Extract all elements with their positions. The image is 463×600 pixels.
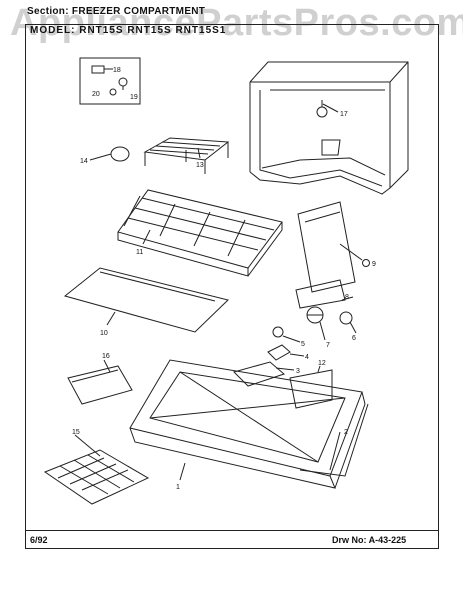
part-11-freezer-shelf (117, 189, 283, 277)
part-12-air-baffle (289, 369, 333, 409)
part-6-fan-motor-mount (339, 311, 353, 325)
part-1-freezer-floor (129, 359, 366, 489)
revision-date: 6/92 (30, 535, 48, 545)
drawing-number: Drw No: A-43-225 (332, 535, 407, 545)
callout-15: 15 (72, 429, 80, 436)
callout-4: 4 (305, 354, 309, 361)
part-8-evaporator-cover (295, 201, 356, 309)
callout-13: 13 (196, 162, 204, 169)
callout-7: 7 (326, 342, 330, 349)
part-5-grommet (272, 326, 284, 338)
part-4-wire-harness (267, 344, 291, 361)
callout-11: 11 (136, 249, 143, 256)
small-parts-box (79, 57, 141, 105)
part-10-cover-panel (63, 267, 229, 333)
part-9-screw (362, 259, 370, 267)
footer-divider (25, 530, 439, 531)
callout-19: 19 (130, 94, 138, 101)
callout-20: 20 (92, 91, 100, 98)
callout-1: 1 (176, 484, 180, 491)
callout-5: 5 (301, 341, 305, 348)
part-16-ice-bucket (67, 365, 133, 405)
callout-12: 12 (318, 360, 326, 367)
part-20-clip (109, 88, 117, 96)
part-14-shelf-support (110, 146, 130, 162)
callout-16: 16 (102, 353, 110, 360)
callout-17: 17 (340, 111, 348, 118)
callout-2: 2 (344, 429, 348, 436)
callout-10: 10 (100, 330, 108, 337)
part-7-fan-blade (306, 306, 324, 324)
part-2-door-seal (299, 403, 369, 477)
part-3-duct (233, 361, 285, 387)
drawing-frame (25, 24, 439, 549)
part-17-light-socket (316, 100, 328, 118)
section-title: Section: FREEZER COMPARTMENT (27, 6, 206, 17)
freezer-cabinet-liner (249, 61, 409, 195)
callout-3: 3 (296, 368, 300, 375)
callout-14: 14 (80, 158, 88, 165)
callout-9: 9 (372, 261, 376, 268)
watermark: AppliancePartsPros.com (10, 2, 463, 44)
callout-labels: 18 19 20 17 14 13 11 9 8 10 6 7 5 4 3 12… (72, 67, 376, 491)
model-numbers: MODEL: RNT15S RNT15S RNT15S1 (30, 25, 227, 36)
callout-6: 6 (352, 335, 356, 342)
part-13-wire-shelf (143, 137, 230, 174)
callout-18: 18 (113, 67, 121, 74)
part-15-ice-tray (43, 449, 150, 505)
callout-8: 8 (345, 294, 349, 301)
part-19-screw (118, 77, 128, 90)
